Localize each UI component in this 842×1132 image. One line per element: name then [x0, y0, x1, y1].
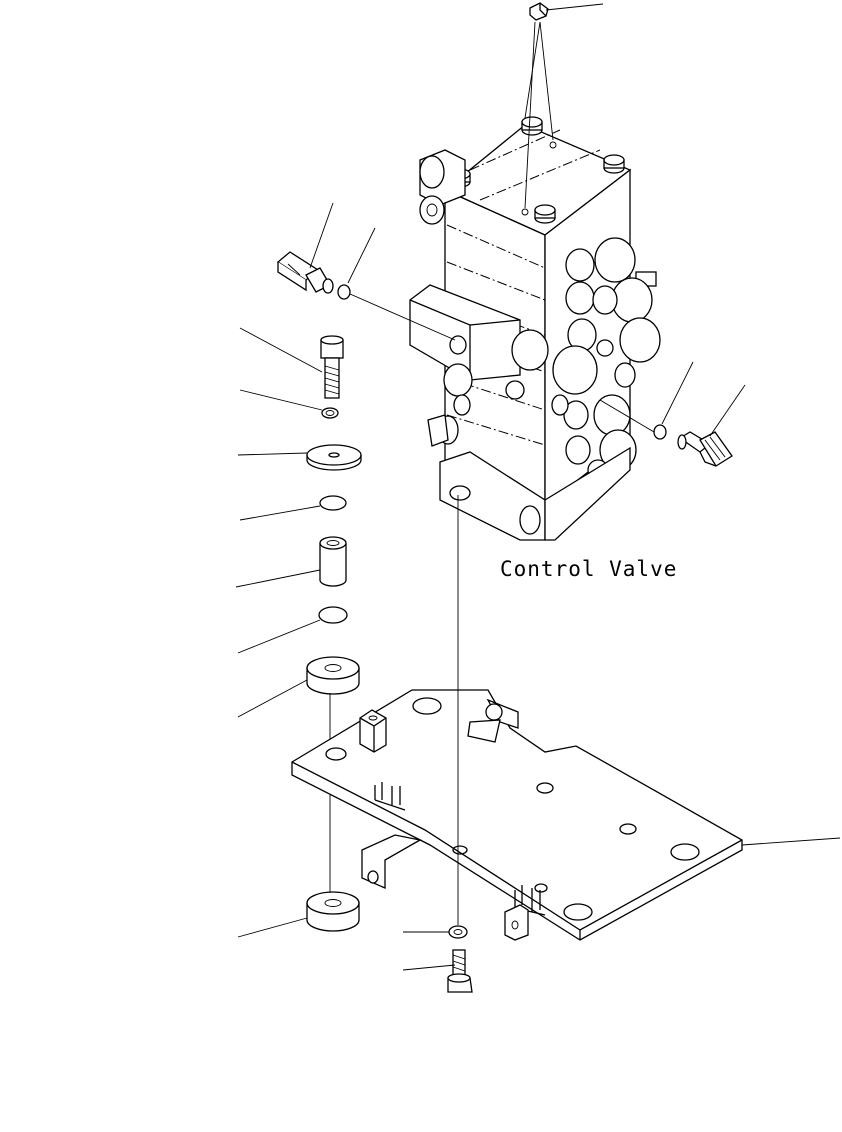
top-screw	[529, 2, 549, 21]
bottom-bolt	[447, 949, 473, 993]
top-nut	[521, 116, 543, 136]
leader-line	[309, 202, 334, 269]
valve-base	[439, 446, 631, 541]
spool-cap	[567, 317, 661, 363]
leader-line	[239, 389, 323, 411]
diagram-caption: Control Valve	[500, 557, 677, 581]
control-valve-assembly	[409, 116, 661, 541]
o-ring	[318, 606, 348, 624]
bolt	[320, 335, 344, 399]
leader-line	[237, 679, 308, 718]
pressure-sensor-left	[276, 251, 334, 294]
spool-cap	[565, 277, 653, 323]
left-valve-block	[409, 284, 549, 445]
leader-line	[741, 837, 841, 846]
spool-cap	[551, 394, 631, 436]
pressure-sensor-right	[677, 431, 733, 467]
o-ring-right	[653, 424, 667, 440]
rubber-mount-upper	[306, 656, 360, 695]
spacer-collar	[319, 536, 347, 587]
leader-line	[524, 21, 536, 209]
spool-cap	[552, 345, 636, 395]
o-ring-left	[337, 284, 351, 300]
lock-washer	[321, 407, 339, 419]
spool-cap	[565, 237, 657, 287]
leader-line	[239, 505, 321, 521]
leader-line	[545, 3, 604, 11]
leader-line	[539, 21, 554, 141]
left-top-fitting	[419, 149, 466, 225]
bottom-washer	[448, 925, 468, 939]
leader-line	[237, 452, 308, 456]
leader-line	[239, 327, 323, 373]
top-nut	[534, 204, 556, 224]
leader-line	[599, 399, 655, 433]
leader-line	[402, 964, 456, 971]
leader-line	[237, 619, 321, 654]
top-nut	[603, 154, 625, 174]
mounting-plate	[291, 689, 743, 941]
flat-washer	[306, 444, 362, 471]
leader-line	[661, 361, 694, 425]
leader-line	[237, 917, 308, 938]
leader-line	[235, 569, 321, 588]
leader-line	[709, 384, 746, 437]
leader-line	[349, 293, 456, 341]
rubber-mount-lower	[306, 891, 360, 932]
leader-line	[347, 227, 376, 284]
o-ring	[319, 495, 347, 511]
